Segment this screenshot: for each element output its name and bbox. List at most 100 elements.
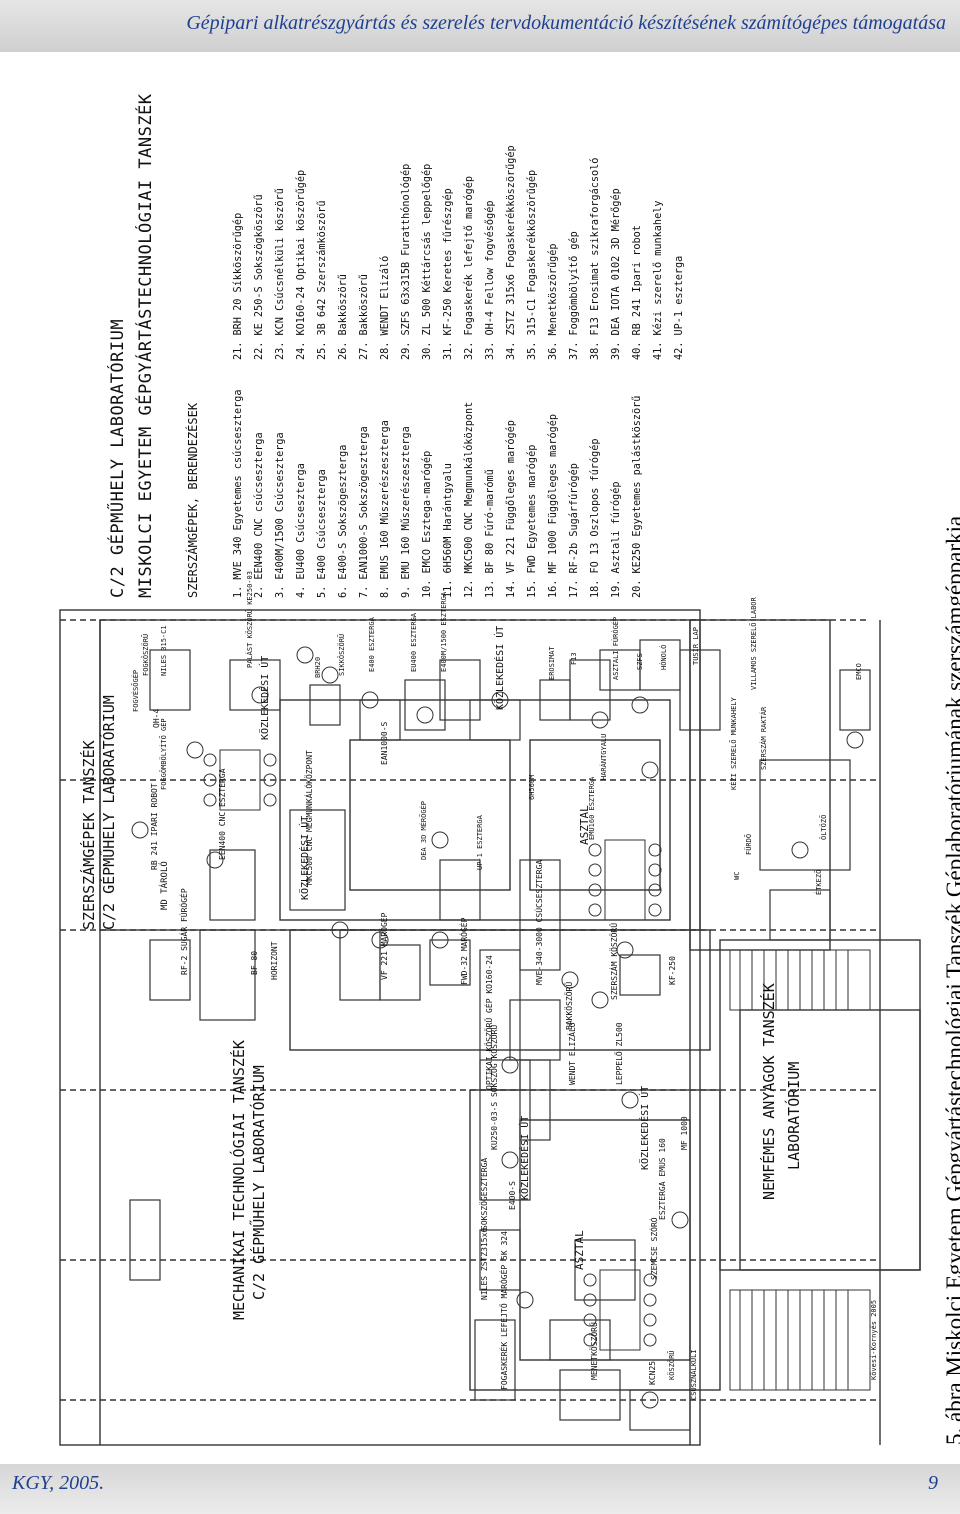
legend-item: 42. UP-1 eszterga: [674, 255, 685, 360]
room-furdo: FÜRDŐ: [745, 833, 753, 855]
legend-item: 4. EU400 Csúcseszterga: [296, 463, 307, 598]
machine-bf80: BF 80: [250, 950, 259, 975]
machine-csusznalkuli: CSÚSZNÁLKÜLI: [690, 1349, 698, 1400]
machine-brh20: BRH20: [314, 656, 322, 678]
legend-item: 24. KO160-24 Optikai köszörűgép: [296, 169, 307, 360]
legend-item: 8. EMUS 160 Műszerészeszterga: [380, 420, 391, 598]
legend-item: 19. Asztali fúrógép: [611, 481, 622, 598]
legend-item: 13. BF 80 Fúró-marómű: [485, 469, 496, 598]
legend-item: 26. Bakköszörű: [338, 274, 349, 360]
machine-wendt: WENDT ELIZÁLÓ: [568, 1022, 577, 1085]
machine-kcn25: KCN25: [648, 1360, 657, 1385]
legend-item: 11. 6H560M Harántgyalu: [443, 463, 454, 598]
inner-room-mid: [349, 739, 511, 891]
legend-item: 22. KE 250-S Sokszögköszörű: [254, 194, 265, 360]
corridor-label-right: KÖZLEKEDÉSI ÚT: [640, 1085, 651, 1170]
machine-erosimat: EROSIMAT: [548, 646, 556, 680]
lab-left-title-1: MECHANIKAI TECHNOLÓGIAI TANSZÉK: [230, 1040, 248, 1320]
machine-fogaskerek: FOGASKERÉK LEFEJTŐ MARÓGÉP 5K 324: [500, 1231, 509, 1390]
legend-item: 20. KE250 Egyetemes palástköszörű: [632, 395, 643, 598]
machine-rb241: RB 241 IPARI ROBOT: [150, 783, 159, 870]
machine-6h560m: 6H560M: [528, 774, 536, 800]
table-with-chairs: [203, 749, 662, 1351]
legend-item: 32. Fogaskerék lefejtő marógép: [464, 175, 475, 360]
machine-fogkoszoru: FOGKÖSZÖRŰ: [142, 633, 150, 676]
running-header-title: Gépipari alkatrészgyártás és szerelés te…: [186, 12, 946, 34]
machine-szemcse: SZEMCSE SZÓRÓ: [650, 1217, 659, 1280]
drawing-author: Kövesi-Kornyés 2005: [870, 1299, 878, 1380]
footer-author-year: KGY, 2005.: [12, 1472, 105, 1494]
room-villamos-labor: VILLAMOS SZERELŐ LABOR: [750, 597, 758, 690]
machine-foggombolyito: FOGGÖMBÖLYÍTŐ GÉP: [160, 718, 168, 790]
machine-leppelo: LEPPELŐ ZL500: [615, 1022, 624, 1085]
legend-item: 38. F13 Erosimat szikraforgácsoló: [590, 157, 601, 360]
machine-szfs: SZFS: [636, 653, 644, 670]
machine-emus160: ESZTERGA EMUS 160: [658, 1138, 667, 1220]
machine-md-tarolo: MD TÁROLÓ: [160, 861, 170, 910]
legend-item: 14. VF 221 Függőleges marógép: [506, 420, 517, 598]
machine-number-markers: [131, 646, 864, 1409]
lab-bottom-title-2: LABORATÓRIUM: [785, 1061, 803, 1170]
legend-item: 36. Menetköszörűgép: [548, 243, 559, 360]
legend-item: 30. ZL 500 Kéttárcsás leppelőgép: [422, 163, 433, 360]
machine-optikai: OPTIKAI KÖSZÖRŰ GÉP KO160-24: [485, 955, 494, 1090]
legend-title-2: MISKOLCI EGYETEM GÉPGYÁRTÁSTECHNOLÓGIAI …: [136, 93, 156, 598]
legend-item: 17. RF-2b Sugárfúrógép: [569, 463, 580, 598]
room-oltozo: ÖLTÖZŐ: [820, 814, 828, 840]
legend-item: 39. DEA IOTA 0102 3D Mérőgép: [611, 188, 622, 360]
machine-niles-zstz: NILES ZSTZ315x6: [480, 1227, 489, 1300]
floor-plan-drawing: [59, 609, 921, 1446]
legend-item: 25. 3B 642 Szerszámköszörű: [317, 200, 328, 360]
legend-item: 5. E400 Csúcseszterga: [317, 469, 328, 598]
machine-niles315: NILES 315-C1: [160, 625, 168, 676]
legend-item: 16. MF 1000 Függőleges marógép: [548, 413, 559, 598]
machine-e400s: E400-S: [508, 1181, 517, 1210]
machine-szerszamkoszoru: SZERSZÁM KÖSZÖRŰ: [610, 922, 619, 1000]
room-wc: WC: [733, 871, 741, 880]
machine-een400: EEN400 CNC ESZTERGA: [218, 768, 227, 860]
lab-left-title-2: C/2 GÉPMŰHELY LABORATÓRIUM: [250, 1065, 268, 1300]
machine-horizont: HORIZONT: [270, 941, 279, 980]
legend-item: 9. EMU 160 Műszerészeszterga: [401, 426, 412, 598]
footer-bar: [0, 1464, 960, 1514]
machine-mve340: MVE-340-3000 CSÚCSESZTERGA: [535, 859, 544, 985]
legend-item: 1. MVE 340 Egyetemes csúcseszterga: [233, 389, 244, 598]
machine-dea: DEA 3D MÉRŐGÉP: [420, 800, 428, 860]
machine-kf250: KF-250: [668, 956, 677, 985]
outer-wall-left-block: [59, 609, 701, 1446]
machine-mkc500: MKC500 CNC MEGMUNKÁLÓKÖZPONT: [305, 750, 314, 885]
machine-ean1000: EAN1000-S: [380, 721, 389, 765]
legend-item: 33. OH-4 Fellow fogvésőgép: [485, 200, 496, 360]
machine-tusir-lap: TUSIR LAP: [692, 627, 700, 665]
machine-vf221: VF 221 MARÓGÉP: [380, 912, 389, 980]
machine-footprints: [129, 639, 871, 1431]
machine-oh4: OH-4: [152, 708, 161, 728]
lab-mid-title-1: SZERSZÁMGÉPEK TANSZÉK: [80, 740, 98, 930]
legend-item: 7. EAN1000-S Sokszögeszterga: [359, 426, 370, 598]
machine-up1: UP-1 ESZTERGA: [476, 815, 484, 870]
room-szerszam-raktar: SZERSZÁM RAKTÁR: [760, 706, 768, 770]
legend-item: 3. E400M/1500 Csúcseszterga: [275, 432, 286, 598]
legend-title-1: C/2 GÉPMŰHELY LABORATÓRIUM: [108, 318, 128, 598]
machine-asztali-furogep: ASZTALI FÚRÓGÉP: [612, 616, 620, 680]
legend-item: 29. SZFS 63x315B Furatthónológép: [401, 163, 412, 360]
machine-sikkoszoru: SÍKKÖSZÖRŰ: [338, 633, 346, 676]
machine-emu160: EMU160 ESZTERGA: [588, 776, 596, 840]
machine-sokszogeszterga: SOKSZÖGESZTERGA: [480, 1157, 489, 1230]
room-kezi-szerelo: KÉZI SZERELŐ MUNKAHELY: [730, 697, 738, 790]
machine-f13: F13: [570, 652, 578, 665]
asztal-label-lower: ASZTAL: [573, 1230, 586, 1270]
machine-emco: EMCO: [855, 663, 863, 680]
machine-fogvesogep: FOGVÉSŐGÉP: [132, 669, 140, 712]
machine-mf1000: MF 1000: [680, 1116, 689, 1150]
legend-item: 27. Bakköszörű: [359, 274, 370, 360]
machine-menetkoszoru: MENETKÖSZÖRŰ: [590, 1322, 599, 1380]
legend-item: 31. KF-250 Keretes fűrészgép: [443, 188, 454, 360]
machine-honolo: HÓNOLÓ: [660, 644, 668, 670]
header-bar: [0, 0, 960, 52]
machine-fwd32: FWD-32 MARÓGÉP: [460, 917, 469, 985]
legend-item: 41. Kézi szerelő munkahely: [653, 200, 664, 360]
machine-koszoru: KÖSZÖRŰ: [668, 1350, 676, 1380]
machine-e400: E400 ESZTERGA: [368, 617, 376, 672]
staircase: [729, 949, 871, 1391]
